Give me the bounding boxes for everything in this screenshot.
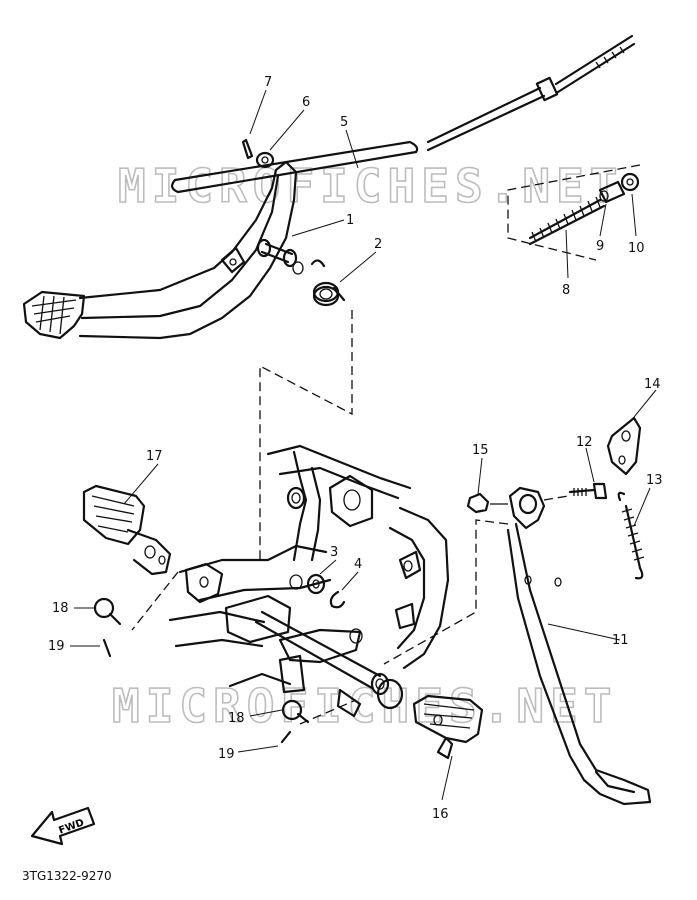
callout-8: 8 — [562, 283, 570, 298]
callout-14: 14 — [644, 377, 661, 392]
callout-16: 16 — [432, 807, 449, 822]
guide-line-pedal — [259, 310, 353, 562]
bolt-12 — [568, 482, 608, 500]
callout-18-left: 18 — [52, 601, 69, 616]
callout-4: 4 — [354, 557, 362, 572]
guide-line-18 — [299, 699, 357, 725]
callout-19-left: 19 — [48, 639, 65, 654]
cotter-pin-7 — [241, 138, 254, 160]
brake-rod-part — [171, 34, 636, 194]
return-spring-2 — [310, 259, 346, 307]
callout-13: 13 — [646, 473, 663, 488]
fwd-label: FWD — [57, 817, 85, 836]
pin-18-left — [93, 597, 122, 626]
guide-line-12 — [543, 495, 569, 501]
cotter-19-left — [102, 638, 112, 658]
clip-4 — [329, 590, 346, 609]
callout-9: 9 — [596, 239, 604, 254]
guide-line-stand — [383, 519, 509, 665]
cotter-19-lower — [280, 730, 292, 744]
nut-10 — [620, 172, 640, 192]
callout-12: 12 — [576, 435, 593, 450]
callout-15: 15 — [472, 443, 489, 458]
footrest-16 — [412, 694, 484, 760]
part-code: 3TG1322-9270 — [22, 869, 112, 883]
watermark-top: MICROFICHES.NET — [118, 159, 623, 213]
nut-15 — [466, 492, 490, 514]
callout-1: 1 — [346, 213, 354, 228]
callout-18-lower: 18 — [228, 711, 245, 726]
guide-line-17 — [131, 571, 179, 631]
callout-5: 5 — [340, 115, 348, 130]
callout-6: 6 — [302, 95, 310, 110]
sidestand-11 — [506, 486, 652, 806]
bracket-14 — [606, 416, 642, 476]
washer-3 — [306, 573, 326, 595]
callout-labels: 7 6 5 1 2 8 9 10 14 12 15 13 17 3 4 18 1… — [48, 75, 663, 822]
stand-spring-13 — [617, 491, 645, 580]
watermark-bottom: MICROFICHES.NET — [112, 679, 617, 733]
frame-section — [168, 444, 450, 718]
callout-10: 10 — [628, 241, 645, 256]
callout-2: 2 — [374, 237, 382, 252]
callout-17: 17 — [146, 449, 163, 464]
clevis-9 — [598, 180, 626, 204]
leader-lines — [70, 89, 657, 801]
washer-6 — [255, 151, 275, 169]
callout-11: 11 — [612, 633, 629, 648]
fwd-arrow-icon: FWD — [30, 806, 96, 846]
brake-pedal-1 — [22, 160, 304, 340]
callout-3: 3 — [330, 545, 338, 560]
callout-19-lower: 19 — [218, 747, 235, 762]
callout-7: 7 — [264, 75, 272, 90]
guide-line-spring — [507, 164, 641, 261]
footrest-17 — [82, 484, 172, 576]
spring-8 — [528, 196, 606, 246]
